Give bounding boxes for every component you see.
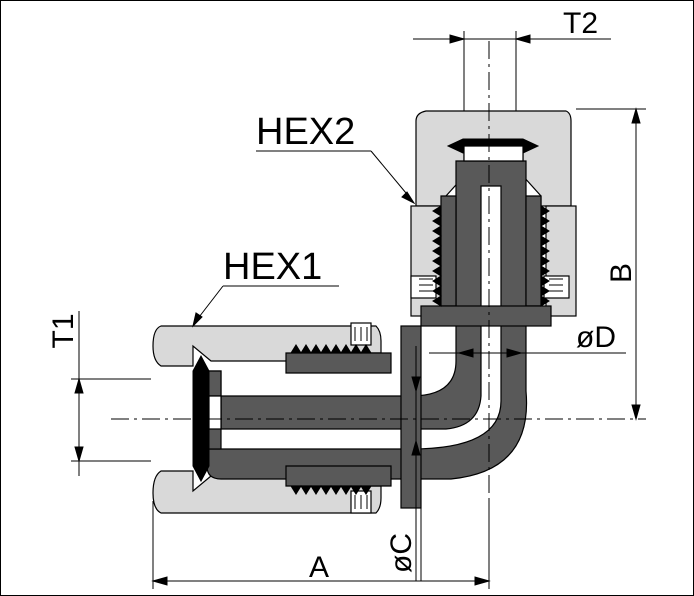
t1-label: T1 (47, 313, 80, 348)
c-label: øC (385, 533, 418, 573)
hex1-thread-top (285, 352, 392, 374)
hex1-threads (290, 344, 372, 495)
hex2-thread-right (525, 195, 542, 307)
hex2-nut-right-wall (545, 205, 577, 317)
hex2-right-slot (543, 275, 570, 299)
hex1-body-flange (400, 325, 422, 509)
tube-bore (208, 145, 524, 430)
hex2-left-slot (410, 275, 437, 299)
dimension-t1: T1 (47, 311, 151, 476)
b-label: B (605, 263, 638, 283)
hex1-callout: HEX1 (192, 246, 339, 328)
a-label: A (309, 551, 329, 584)
hex2-threads (432, 205, 550, 307)
hex1-ferrule (192, 354, 210, 483)
center-lines (111, 41, 641, 581)
dimension-c: øC (385, 346, 422, 581)
hex2-body-flange (420, 305, 552, 327)
hex1-thread-bottom (285, 465, 392, 487)
hex2-callout: HEX2 (256, 111, 416, 205)
dimension-b: B (576, 107, 646, 421)
hex2-thread-left (440, 195, 457, 307)
hex1-nut (152, 322, 382, 514)
dimension-d: øD (429, 321, 626, 358)
d-label: øD (576, 321, 616, 354)
dimension-t2: T2 (413, 7, 611, 111)
hex1-label: HEX1 (223, 246, 322, 288)
t2-label: T2 (563, 7, 598, 40)
hex2-nut (410, 110, 577, 317)
hex2-label: HEX2 (256, 111, 355, 153)
dimension-a: A (151, 501, 491, 589)
